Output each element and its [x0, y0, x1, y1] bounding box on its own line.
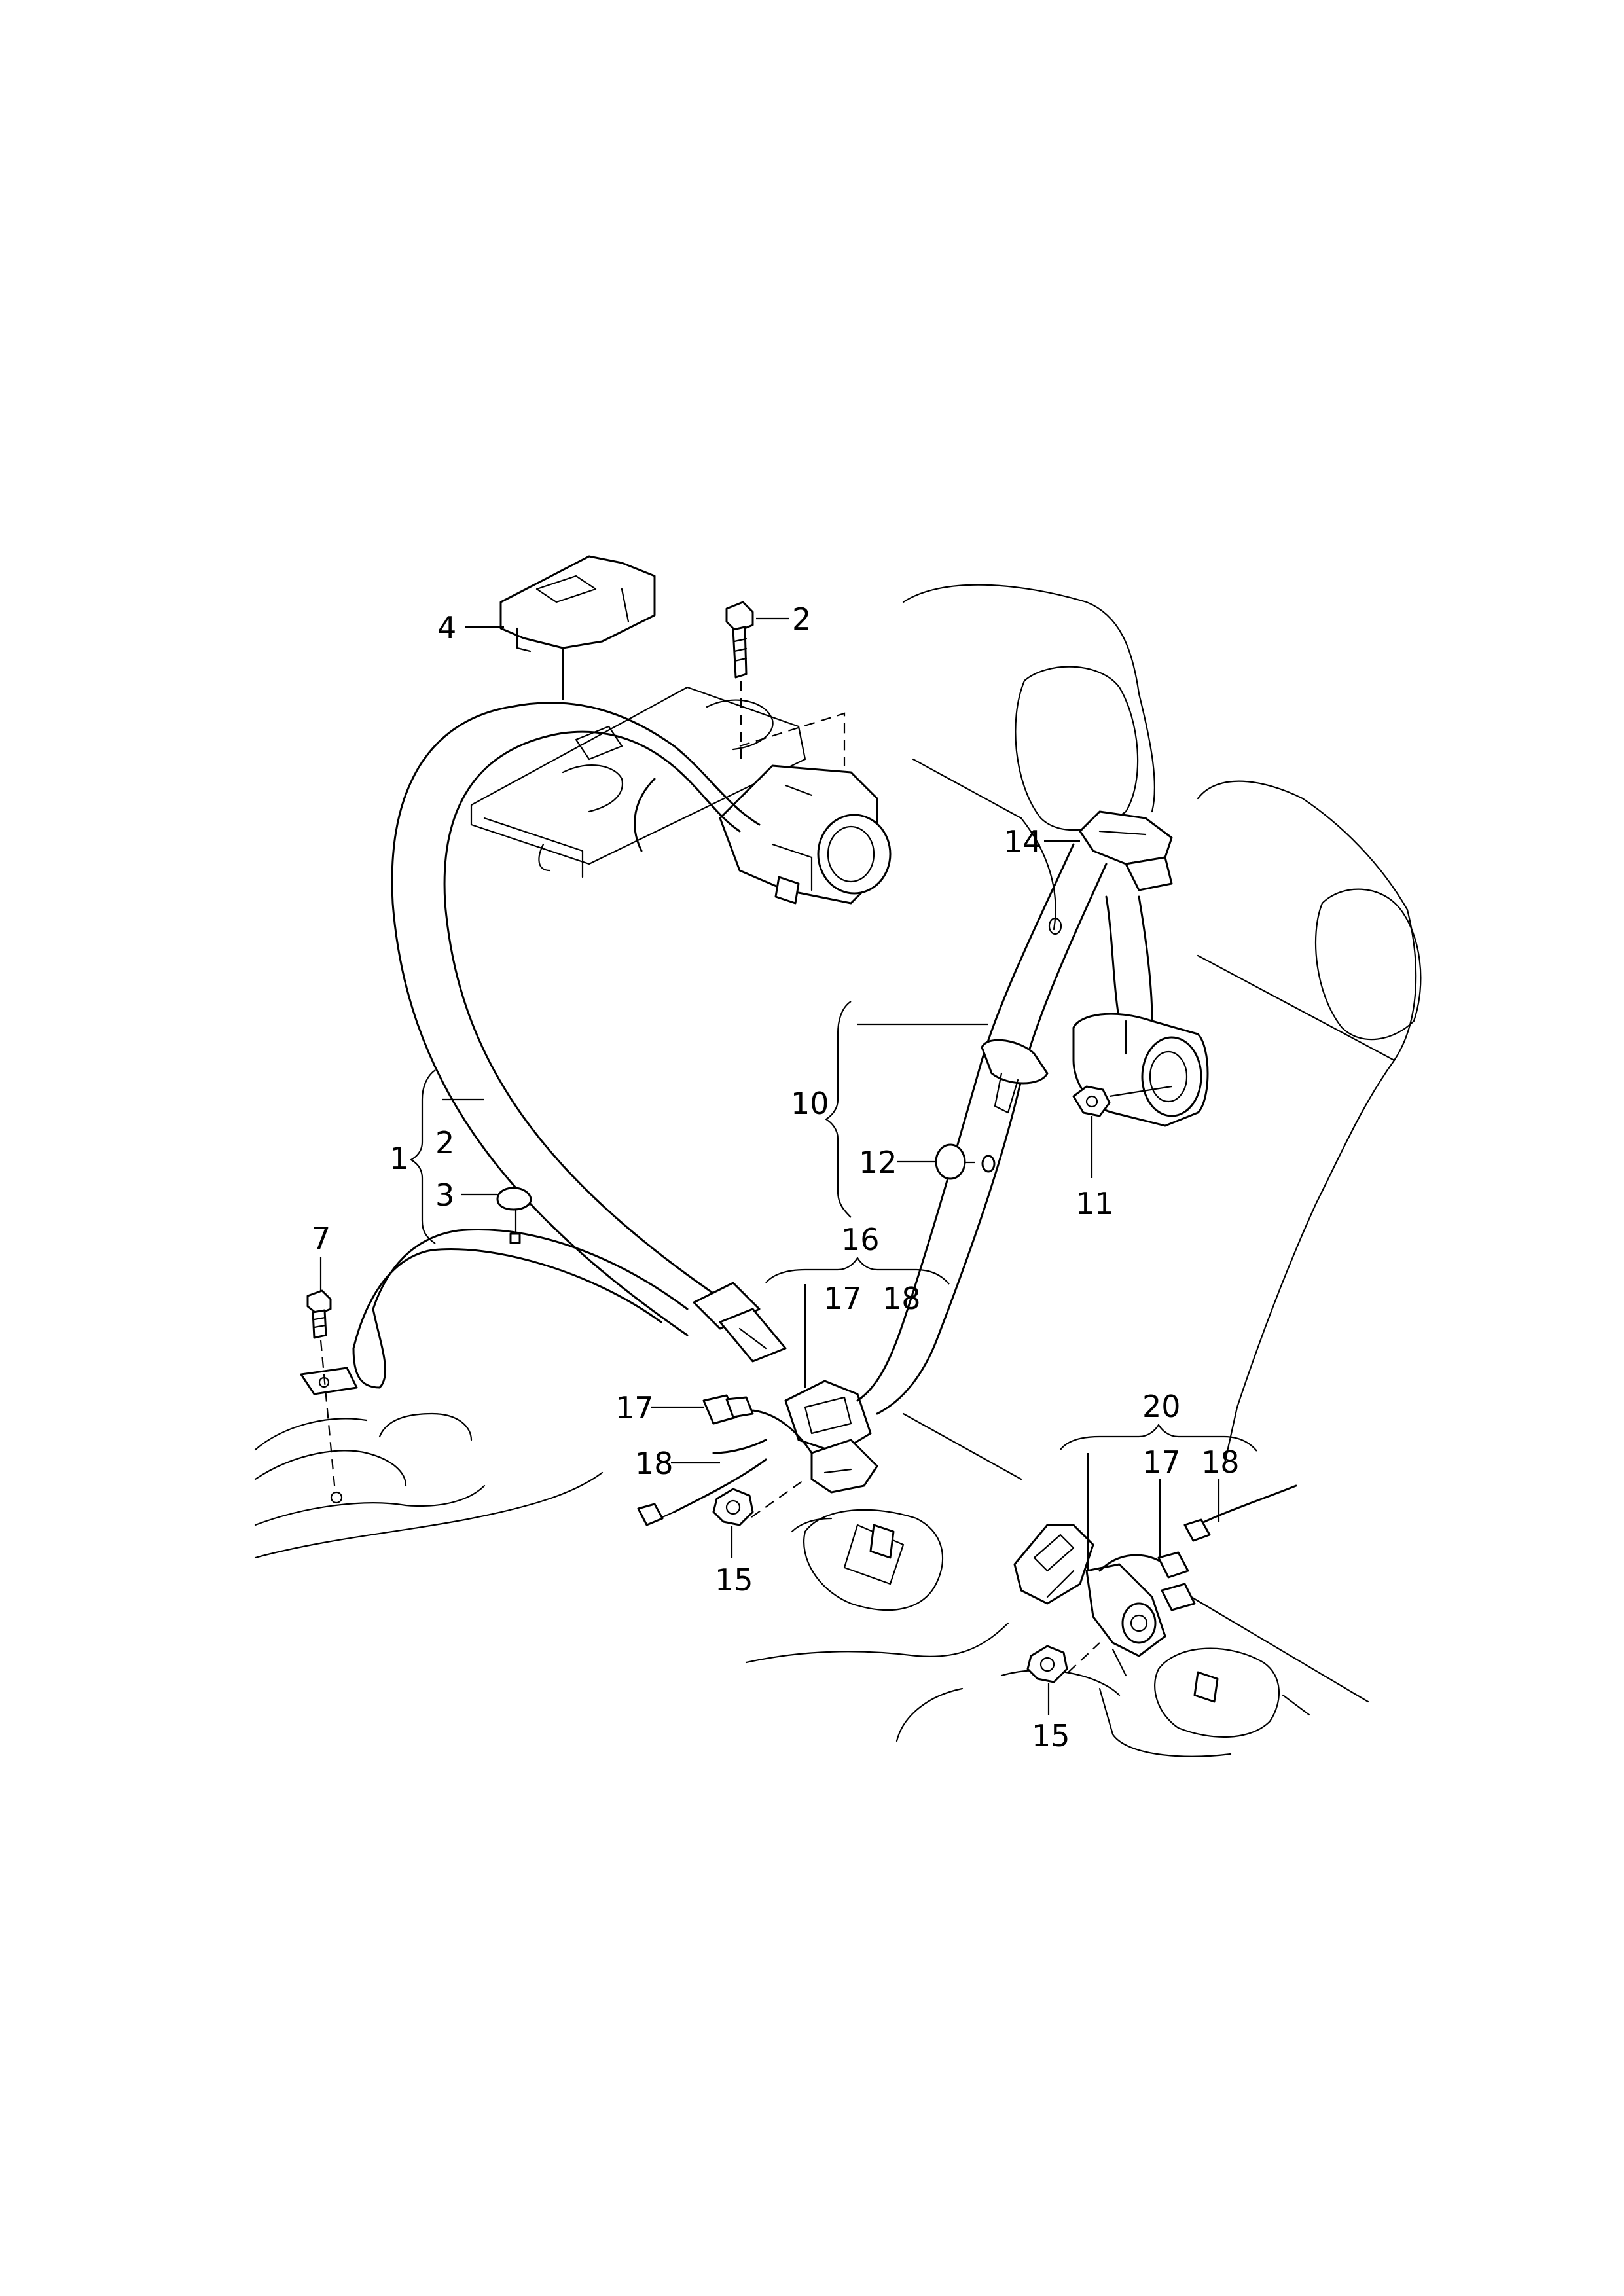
callout-2-bracket: 2: [435, 1125, 454, 1160]
callout-18-bracket-center: 18: [882, 1281, 921, 1316]
floor-anchor-pad-center: [803, 1509, 944, 1611]
seat-belt-webbing-left: [391, 702, 761, 1336]
callout-7: 7: [312, 1221, 331, 1256]
wiring-harness-center: [637, 1394, 813, 1526]
nut-part-15-center: [712, 1488, 754, 1526]
callout-17-center: 17: [615, 1390, 654, 1426]
callout-labels: 4 2 14 10 12 11 1 2 3 7 16 17 18 17 18 1…: [312, 601, 1240, 1753]
headrest-left: [1015, 666, 1139, 831]
belt-tongue-left: [693, 1282, 787, 1363]
callout-15-right: 15: [1032, 1718, 1070, 1753]
callout-4: 4: [437, 610, 456, 645]
upper-guide-part-14: [1048, 810, 1173, 935]
seat-belt-webbing-right: [856, 843, 1108, 1415]
upper-bracket-panel: [470, 686, 806, 878]
center-buckle-assembly: [712, 1380, 878, 1494]
floor-panel-outline: [254, 1412, 1369, 1757]
callout-3: 3: [435, 1177, 454, 1213]
guide-part-4: [499, 555, 656, 653]
callout-11: 11: [1075, 1186, 1114, 1221]
cap-part-12: [935, 1143, 996, 1180]
callout-1: 1: [389, 1141, 408, 1176]
callout-2-top: 2: [792, 601, 811, 637]
bolt-part-7: [306, 1289, 332, 1339]
belt-loop-guide: [981, 1039, 1049, 1114]
callout-18-right: 18: [1201, 1444, 1240, 1480]
bolt-part-2: [725, 601, 754, 679]
nut-part-11: [1072, 1085, 1111, 1117]
callout-10: 10: [791, 1086, 829, 1121]
floor-anchor-pad-right: [1154, 1647, 1280, 1738]
seat-backrest-outline: [902, 584, 1417, 1467]
callout-12: 12: [859, 1145, 897, 1180]
callout-17-bracket-center: 17: [823, 1281, 862, 1316]
leader-lines: [319, 617, 1257, 1715]
callout-17-right: 17: [1142, 1444, 1181, 1480]
right-buckle-assembly: [1013, 1484, 1297, 1677]
callout-16: 16: [841, 1222, 880, 1257]
cap-part-3: [496, 1187, 532, 1244]
lap-belt-webbing: [300, 1229, 689, 1395]
callout-20: 20: [1142, 1389, 1181, 1424]
callout-18-center: 18: [635, 1446, 674, 1481]
headrest-right: [1314, 888, 1422, 1041]
upper-retractor: [719, 764, 892, 905]
callout-14: 14: [1003, 824, 1042, 859]
nut-part-15-right: [1026, 1645, 1068, 1683]
callout-15-center: 15: [715, 1562, 753, 1598]
